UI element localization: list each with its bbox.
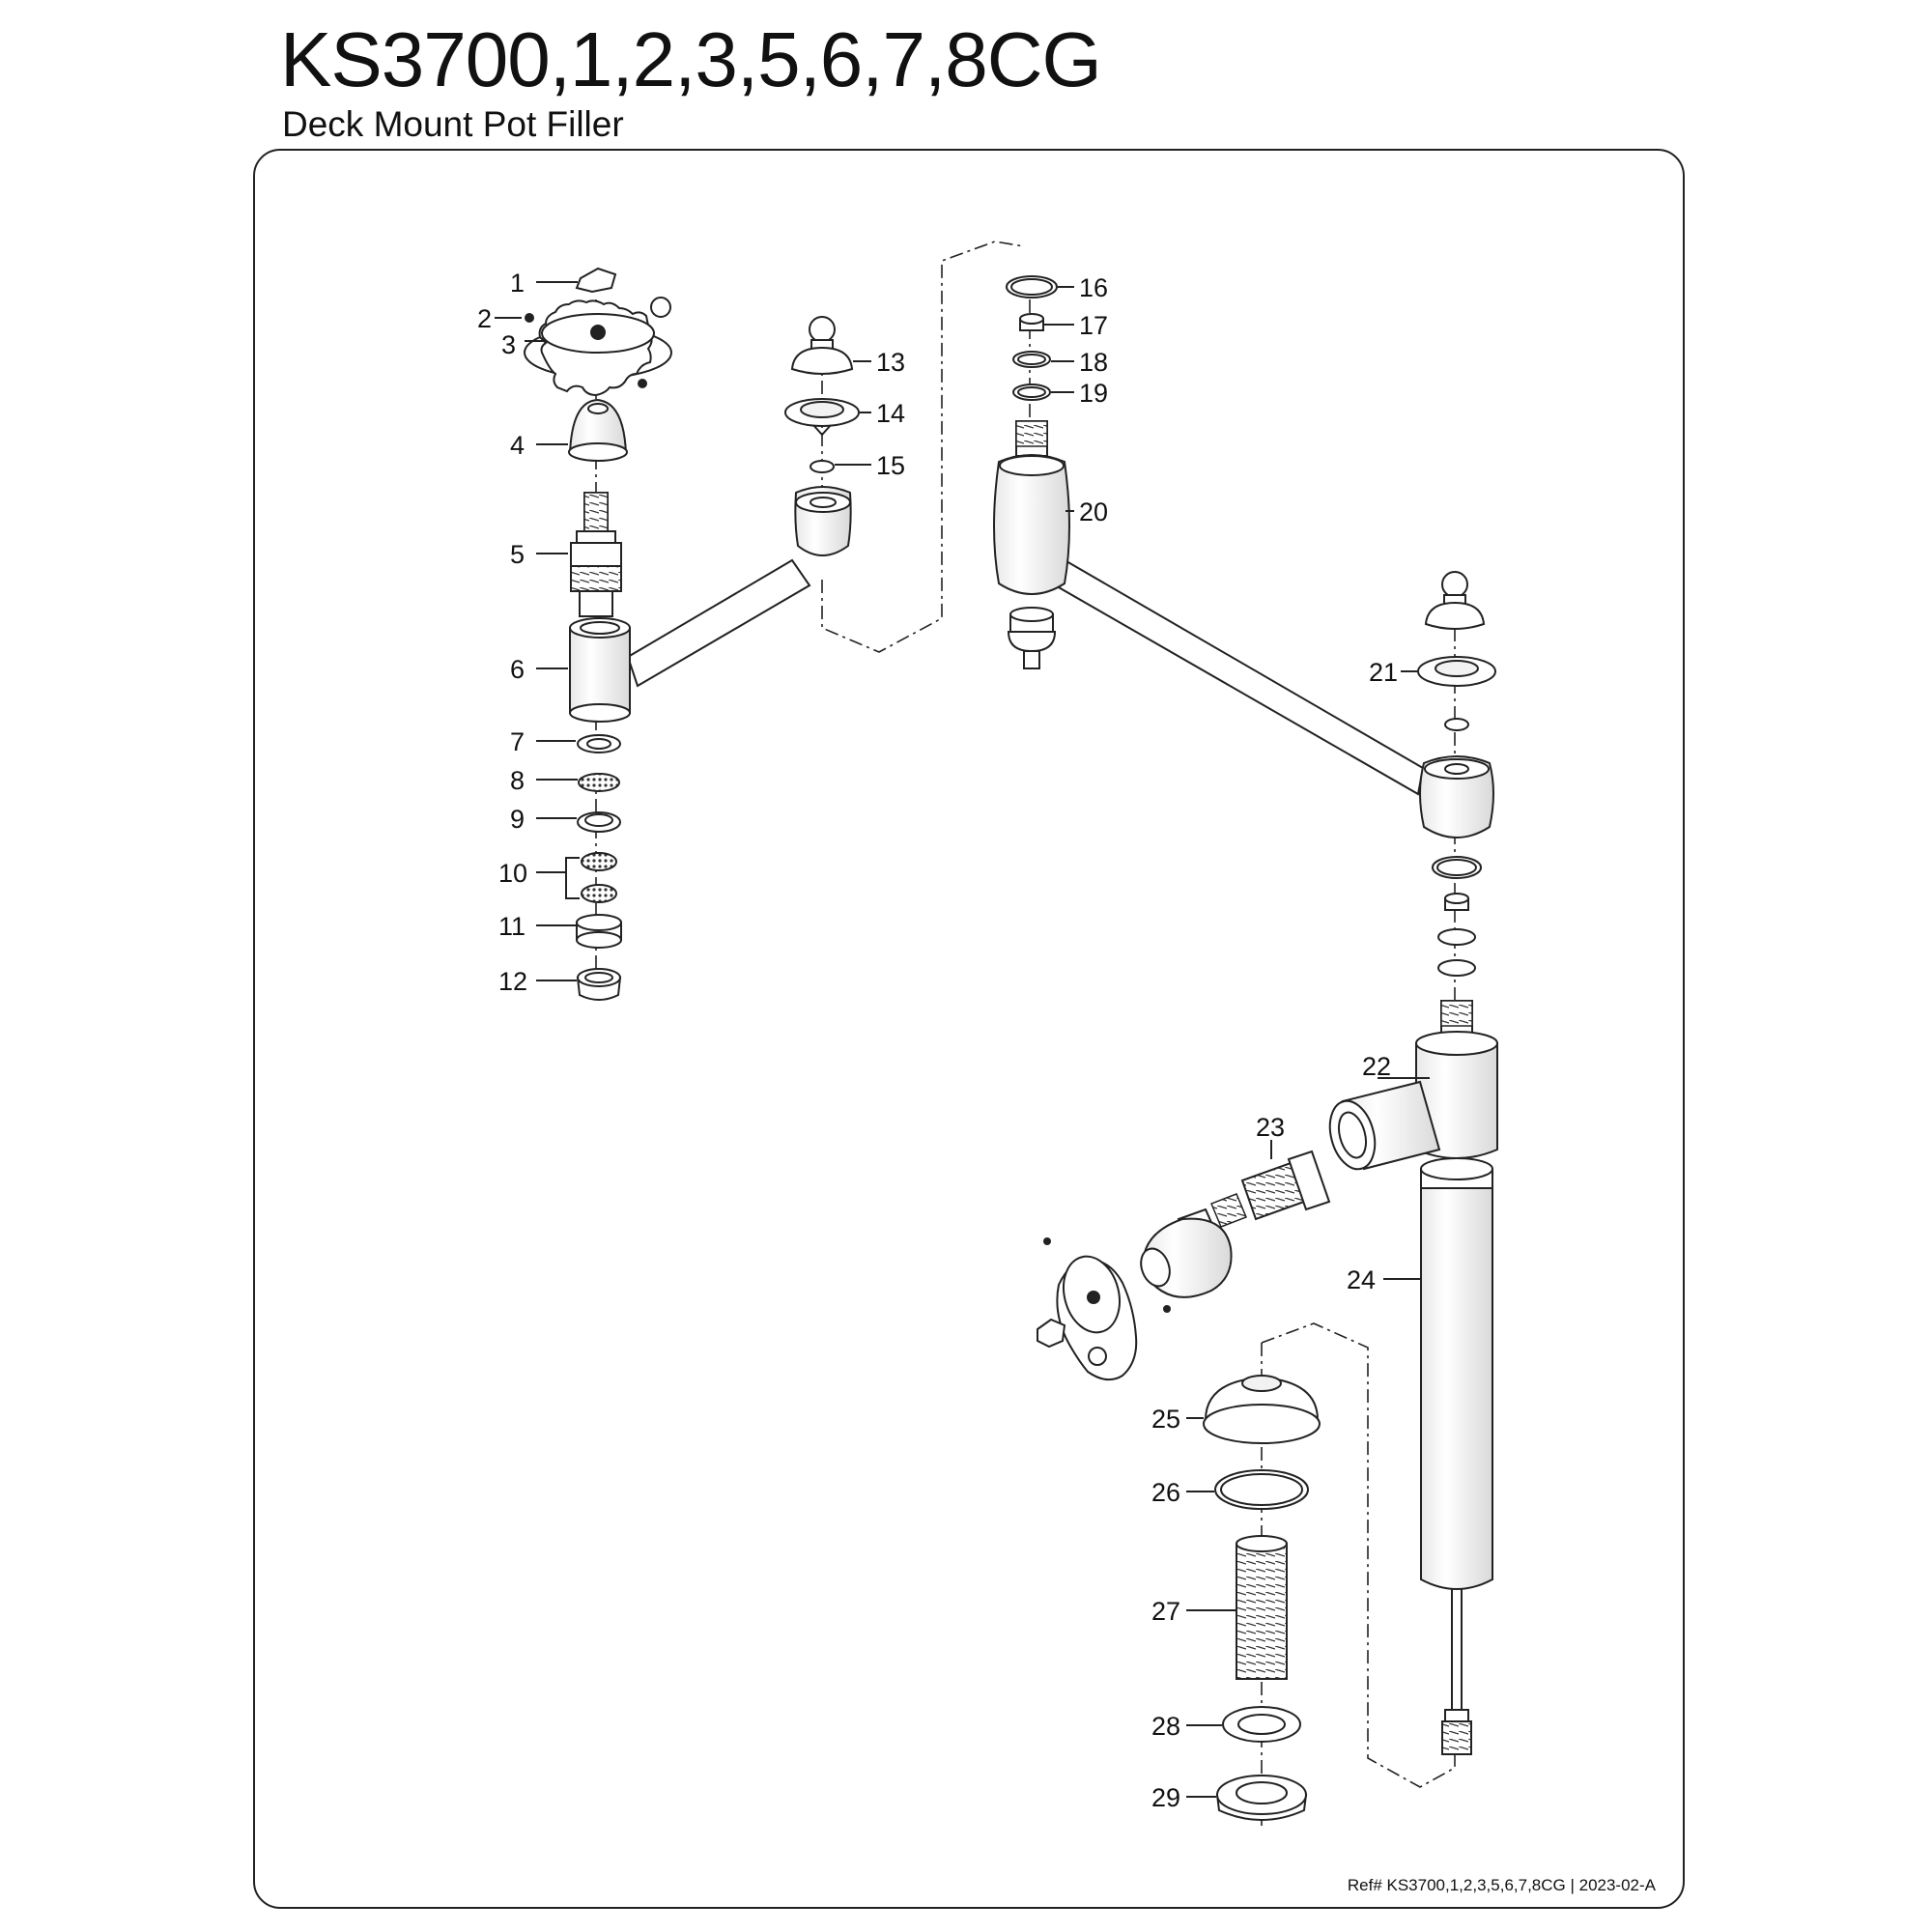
callout-2: 2	[477, 304, 492, 333]
part-20-swing-joint	[993, 420, 1425, 796]
part-17-bushing	[1019, 313, 1044, 331]
callout-17: 17	[1079, 311, 1108, 340]
part-24-riser-tube	[1420, 1157, 1493, 1755]
callout-12: 12	[498, 967, 527, 996]
part-22-valve-body	[1328, 1000, 1498, 1171]
callout-11: 11	[498, 912, 526, 941]
callout-26: 26	[1151, 1478, 1180, 1507]
part-27-threaded-shank	[1236, 1535, 1288, 1680]
callout-numbers: 1 2 3 4 5 6 7 8 9 10 11 12 13 14 15 16 1…	[477, 269, 1398, 1812]
part-26-gasket	[1214, 1469, 1309, 1510]
part-23-side-cartridge	[1177, 1150, 1331, 1240]
callout-28: 28	[1151, 1712, 1180, 1741]
callout-16: 16	[1079, 273, 1108, 302]
part-29-mounting-nut	[1215, 1775, 1308, 1821]
part-18-o-ring	[1012, 351, 1051, 368]
callout-23: 23	[1256, 1113, 1285, 1142]
callout-1: 1	[510, 269, 525, 298]
callout-14: 14	[876, 399, 905, 428]
callout-27: 27	[1151, 1597, 1180, 1626]
side-wheel-handle	[1037, 1237, 1171, 1381]
part-21-escutcheon	[1417, 571, 1496, 731]
callout-18: 18	[1079, 348, 1108, 377]
side-bonnet-cap	[1140, 1217, 1233, 1298]
part-5-cartridge	[570, 492, 622, 617]
part-1-hex-index-cap	[575, 267, 617, 294]
seal-stack-right	[1432, 856, 1482, 977]
diagram-title: KS3700,1,2,3,5,6,7,8CG	[280, 16, 1102, 102]
part-3-wheel-handle	[524, 297, 672, 397]
part-13-finial-knob	[790, 316, 854, 375]
part-16-o-ring	[1006, 275, 1058, 298]
callout-13: 13	[876, 348, 905, 377]
callout-4: 4	[510, 431, 525, 460]
callout-19: 19	[1079, 379, 1108, 408]
callout-5: 5	[510, 540, 525, 569]
callout-20: 20	[1079, 497, 1108, 526]
part-8-flow-disc	[578, 773, 620, 792]
part-4-bonnet-cap	[568, 398, 628, 462]
part-7-washer	[577, 734, 621, 753]
part-12-aerator-housing	[576, 968, 622, 1001]
callout-10: 10	[498, 859, 527, 888]
part-2-set-screw	[525, 313, 647, 388]
callout-29: 29	[1151, 1783, 1180, 1812]
swing-arm-elbow-left	[794, 486, 852, 556]
part-11-aerator-insert	[576, 914, 622, 949]
part-6-spout-body	[569, 558, 811, 723]
diagram-frame	[253, 149, 1685, 1909]
swing-arm-elbow-right	[1419, 755, 1494, 838]
callout-25: 25	[1151, 1405, 1180, 1434]
reference-number: Ref# KS3700,1,2,3,5,6,7,8CG | 2023-02-A	[1347, 1876, 1656, 1894]
callout-22: 22	[1362, 1052, 1391, 1081]
callout-leaders	[495, 281, 1430, 1798]
part-19-o-ring	[1012, 384, 1051, 401]
part-25-base-flange	[1203, 1375, 1321, 1444]
callout-24: 24	[1347, 1265, 1376, 1294]
part-9-ring	[577, 811, 621, 833]
part-14-escutcheon	[784, 398, 860, 437]
callout-6: 6	[510, 655, 525, 684]
callout-7: 7	[510, 727, 525, 756]
diagram-subtitle: Deck Mount Pot Filler	[282, 104, 624, 144]
callout-21: 21	[1369, 658, 1398, 687]
callout-9: 9	[510, 805, 525, 834]
part-15-o-ring	[810, 460, 835, 473]
callout-8: 8	[510, 766, 525, 795]
part-28-washer	[1222, 1706, 1301, 1743]
callout-15: 15	[876, 451, 905, 480]
callout-3: 3	[501, 330, 516, 359]
part-10-screens	[565, 852, 617, 903]
